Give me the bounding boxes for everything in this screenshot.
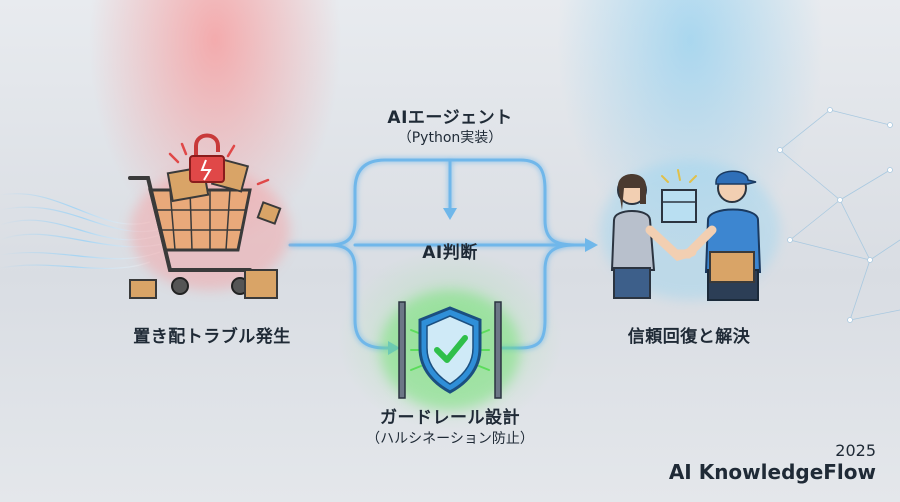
trouble-label: 置き配トラブル発生 <box>133 327 291 347</box>
brand-year: 2025 <box>835 441 876 460</box>
right-network-lines <box>777 107 900 323</box>
shopping-cart-icon <box>128 133 290 299</box>
agent-title: AIエージェント <box>387 108 513 128</box>
arrow-right-icon <box>585 238 598 252</box>
shield-check-icon <box>380 290 520 410</box>
flow-lines <box>288 158 592 350</box>
guard-subtitle: （ハルシネーション防止） <box>366 431 534 447</box>
flow-line-guard-out <box>498 243 577 350</box>
brand-name: AI KnowledgeFlow <box>668 460 876 484</box>
flow-line-main <box>288 158 592 247</box>
guard-title: ガードレール設計 <box>380 408 520 428</box>
arrow-down-icon <box>443 208 457 220</box>
agent-subtitle: （Python実装） <box>397 130 503 146</box>
judge-label: AI判断 <box>422 243 478 263</box>
brand-block: 2025 AI KnowledgeFlow <box>669 441 876 484</box>
handshake-delivery-icon <box>600 160 780 301</box>
resolve-label: 信頼回復と解決 <box>627 327 751 347</box>
flow-line-guard <box>328 243 397 350</box>
